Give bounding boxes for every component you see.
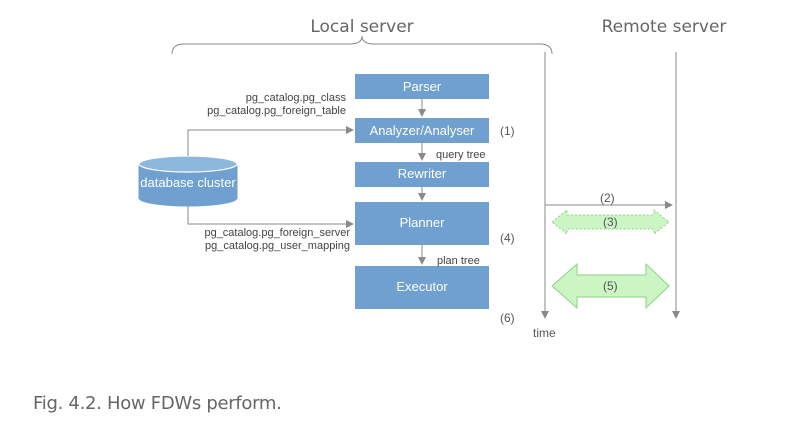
analyzer-box: Analyzer/Analyser xyxy=(355,118,489,143)
time-label: time xyxy=(533,326,556,340)
remote-server-header: Remote server xyxy=(602,17,727,37)
step-4-label: (4) xyxy=(500,231,515,245)
database-cluster-label: database cluster xyxy=(140,175,236,190)
catalog-pg-foreign-server: pg_catalog.pg_foreign_server xyxy=(204,227,350,239)
step-3-double-arrow xyxy=(551,208,670,236)
executor-label: Executor xyxy=(396,279,448,294)
step-3-label: (3) xyxy=(603,215,618,229)
figure-caption: Fig. 4.2. How FDWs perform. xyxy=(33,393,282,414)
rewriter-label: Rewriter xyxy=(398,166,447,181)
step-5-label: (5) xyxy=(603,279,618,293)
catalog-pg-class: pg_catalog.pg_class xyxy=(246,92,347,104)
parser-box: Parser xyxy=(355,74,489,99)
plan-tree-label: plan tree xyxy=(437,255,480,267)
step-2-label: (2) xyxy=(600,191,615,205)
step-5-double-arrow xyxy=(551,262,670,310)
parser-label: Parser xyxy=(403,79,442,94)
query-tree-label: query tree xyxy=(436,149,486,161)
planner-label: Planner xyxy=(400,215,445,230)
planner-box: Planner xyxy=(355,202,489,245)
step-6-label: (6) xyxy=(500,311,515,325)
local-server-brace xyxy=(171,35,553,55)
analyzer-label: Analyzer/Analyser xyxy=(370,123,475,138)
catalog-pg-user-mapping: pg_catalog.pg_user_mapping xyxy=(205,240,350,252)
step-1-label: (1) xyxy=(500,124,515,138)
executor-box: Executor xyxy=(355,266,489,309)
local-server-header: Local server xyxy=(310,17,413,37)
catalog-pg-foreign-table: pg_catalog.pg_foreign_table xyxy=(207,105,346,117)
database-cluster-cylinder: database cluster xyxy=(138,155,238,207)
db-to-analyzer-line xyxy=(187,126,354,156)
db-to-planner-line xyxy=(187,206,354,228)
rewriter-box: Rewriter xyxy=(355,162,489,187)
